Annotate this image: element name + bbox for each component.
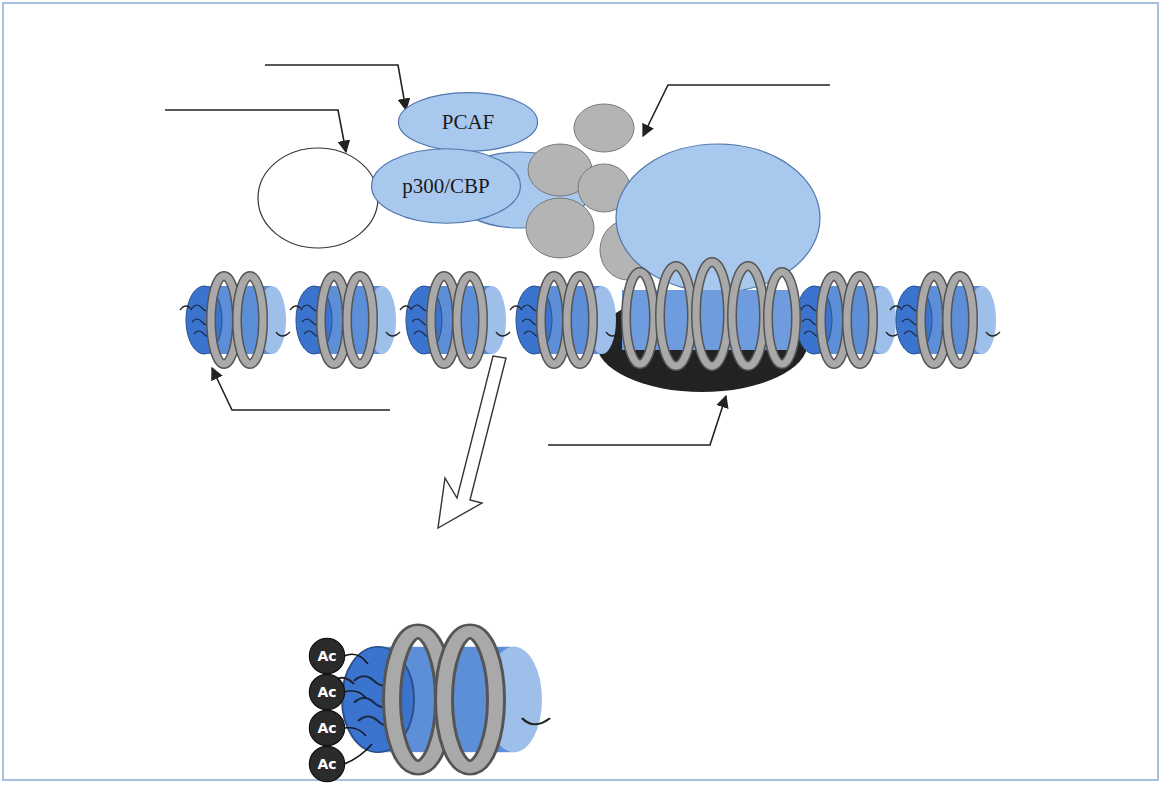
acetyl-label: Ac: [317, 648, 336, 664]
acetyl-circle: Ac: [309, 674, 345, 710]
factor-circle: [258, 148, 378, 248]
nucleosome: [180, 276, 290, 364]
protein-label: p300/CBP: [402, 174, 490, 199]
acetyl-circle: Ac: [309, 710, 345, 746]
histone-tails: [344, 654, 372, 764]
nucleosome: [510, 276, 620, 364]
zoom-arrow: [438, 356, 506, 528]
acetyl-label: Ac: [317, 720, 336, 736]
acetyl-label: Ac: [317, 684, 336, 700]
nucleosome: [400, 276, 510, 364]
pcaf-ellipse: PCAF: [397, 92, 539, 152]
protein-label: PCAF: [442, 110, 495, 135]
acetyl-label: Ac: [317, 756, 336, 772]
enlarged-nucleosome: [330, 631, 550, 767]
nucleosome: [790, 276, 900, 364]
acetyl-circle: Ac: [309, 746, 345, 782]
unwrapped-dna: [622, 262, 796, 366]
frame: [3, 3, 1158, 780]
p300-ellipse: p300/CBP: [370, 148, 522, 224]
nucleosome: [290, 276, 400, 364]
nucleosome: [890, 276, 1000, 364]
acetyl-circle: Ac: [309, 638, 345, 674]
